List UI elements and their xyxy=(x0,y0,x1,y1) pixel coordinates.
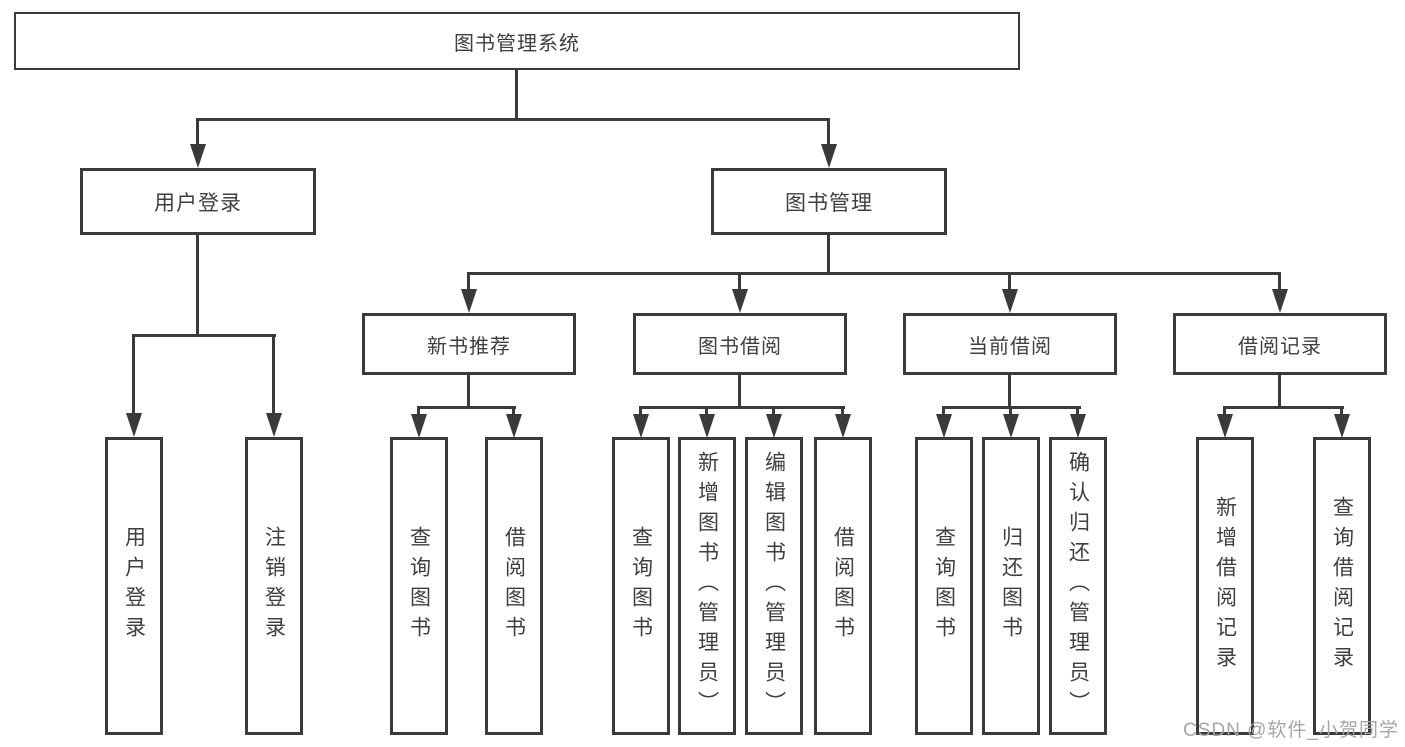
leaf-borrow-edit-books-label: 编辑图书（管理员） xyxy=(762,451,786,721)
leaf-current-confirm-return-label: 确认归还（管理员） xyxy=(1066,451,1090,721)
edge-drop xyxy=(417,409,420,417)
leaf-recommend-query-books: 查询图书 xyxy=(390,437,448,735)
csdn-watermark: CSDN @软件_小贺同学 xyxy=(1183,720,1399,741)
node-book-management: 图书管理 xyxy=(711,168,947,235)
arrowhead-icon xyxy=(699,414,715,438)
leaf-borrow-query-books: 查询图书 xyxy=(612,437,670,735)
arrowhead-icon xyxy=(190,144,206,168)
leaf-borrow-add-books: 新增图书（管理员） xyxy=(678,437,736,735)
leaf-records-query-record: 查询借阅记录 xyxy=(1313,437,1371,735)
node-user-login-label: 用户登录 xyxy=(154,191,242,215)
edge-root-stem xyxy=(515,70,518,119)
arrowhead-icon xyxy=(732,289,748,313)
edge-drop xyxy=(827,121,830,148)
arrowhead-icon xyxy=(1217,414,1233,438)
leaf-borrow-edit-books: 编辑图书（管理员） xyxy=(745,437,803,735)
edge-drop xyxy=(132,337,135,416)
node-user-login: 用户登录 xyxy=(80,168,316,235)
leaf-user-login: 用户登录 xyxy=(105,437,163,735)
edge-drop xyxy=(1076,409,1079,417)
edge-new-book-rec-bus xyxy=(417,406,516,409)
leaf-borrow-borrow-books-label: 借阅图书 xyxy=(831,526,855,646)
edge-drop xyxy=(841,409,844,417)
edge-drop xyxy=(196,121,199,148)
node-book-borrow-label: 图书借阅 xyxy=(698,335,782,358)
arrowhead-icon xyxy=(266,413,282,437)
edge-new-book-rec-stem xyxy=(467,375,470,409)
node-current-borrow-label: 当前借阅 xyxy=(968,335,1052,358)
edge-drop xyxy=(942,409,945,417)
leaf-borrow-borrow-books: 借阅图书 xyxy=(814,437,872,735)
leaf-records-add-record: 新增借阅记录 xyxy=(1196,437,1254,735)
edge-book-borrow-stem xyxy=(738,375,741,409)
edge-drop xyxy=(1223,409,1226,417)
edge-drop xyxy=(738,275,741,293)
node-borrow-records-label: 借阅记录 xyxy=(1238,335,1322,358)
arrowhead-icon xyxy=(633,414,649,438)
leaf-current-query-books: 查询图书 xyxy=(915,437,973,735)
node-new-book-recommend: 新书推荐 xyxy=(362,313,576,375)
node-book-borrow: 图书借阅 xyxy=(633,313,847,375)
edge-borrow-records-stem xyxy=(1278,375,1281,409)
edge-current-borrow-bus xyxy=(942,406,1081,409)
leaf-records-query-record-label: 查询借阅记录 xyxy=(1330,496,1354,676)
leaf-records-add-record-label: 新增借阅记录 xyxy=(1213,496,1237,676)
arrowhead-icon xyxy=(461,289,477,313)
arrowhead-icon xyxy=(1002,289,1018,313)
arrowhead-icon xyxy=(126,413,142,437)
leaf-borrow-add-books-label: 新增图书（管理员） xyxy=(695,451,719,721)
leaf-current-query-books-label: 查询图书 xyxy=(932,526,956,646)
node-book-management-label: 图书管理 xyxy=(785,191,873,215)
node-root: 图书管理系统 xyxy=(14,12,1020,70)
edge-borrow-records-bus xyxy=(1223,406,1344,409)
arrowhead-icon xyxy=(506,414,522,438)
arrowhead-icon xyxy=(835,414,851,438)
edge-drop xyxy=(512,409,515,417)
edge-drop xyxy=(1008,275,1011,293)
leaf-recommend-borrow-books: 借阅图书 xyxy=(485,437,543,735)
node-root-label: 图书管理系统 xyxy=(454,32,580,55)
node-borrow-records: 借阅记录 xyxy=(1173,313,1387,375)
edge-drop xyxy=(467,275,470,293)
edge-current-borrow-stem xyxy=(1008,375,1011,409)
edge-book-borrow-bus xyxy=(639,406,845,409)
leaf-current-confirm-return: 确认归还（管理员） xyxy=(1049,437,1107,735)
arrowhead-icon xyxy=(1334,414,1350,438)
leaf-logout-label: 注销登录 xyxy=(262,526,286,646)
arrowhead-icon xyxy=(1003,414,1019,438)
edge-drop xyxy=(1278,275,1281,293)
edge-book-mgmt-stem xyxy=(827,235,830,275)
edge-drop xyxy=(272,337,275,416)
edge-drop xyxy=(1009,409,1012,417)
leaf-borrow-query-books-label: 查询图书 xyxy=(629,526,653,646)
arrowhead-icon xyxy=(1272,289,1288,313)
leaf-recommend-borrow-books-label: 借阅图书 xyxy=(502,526,526,646)
edge-drop xyxy=(1340,409,1343,417)
arrowhead-icon xyxy=(766,414,782,438)
arrowhead-icon xyxy=(1070,414,1086,438)
leaf-current-return-books-label: 归还图书 xyxy=(999,526,1023,646)
edge-root-bus xyxy=(196,118,830,121)
leaf-current-return-books: 归还图书 xyxy=(982,437,1040,735)
node-new-book-recommend-label: 新书推荐 xyxy=(427,335,511,358)
leaf-user-login-label: 用户登录 xyxy=(122,526,146,646)
arrowhead-icon xyxy=(411,414,427,438)
edge-drop xyxy=(639,409,642,417)
edge-drop xyxy=(705,409,708,417)
edge-user-login-stem xyxy=(196,235,199,337)
edge-drop xyxy=(772,409,775,417)
leaf-logout: 注销登录 xyxy=(245,437,303,735)
arrowhead-icon xyxy=(936,414,952,438)
edge-book-mgmt-bus xyxy=(467,272,1281,275)
node-current-borrow: 当前借阅 xyxy=(903,313,1117,375)
edge-user-login-bus xyxy=(132,334,276,337)
arrowhead-icon xyxy=(821,144,837,168)
leaf-recommend-query-books-label: 查询图书 xyxy=(407,526,431,646)
